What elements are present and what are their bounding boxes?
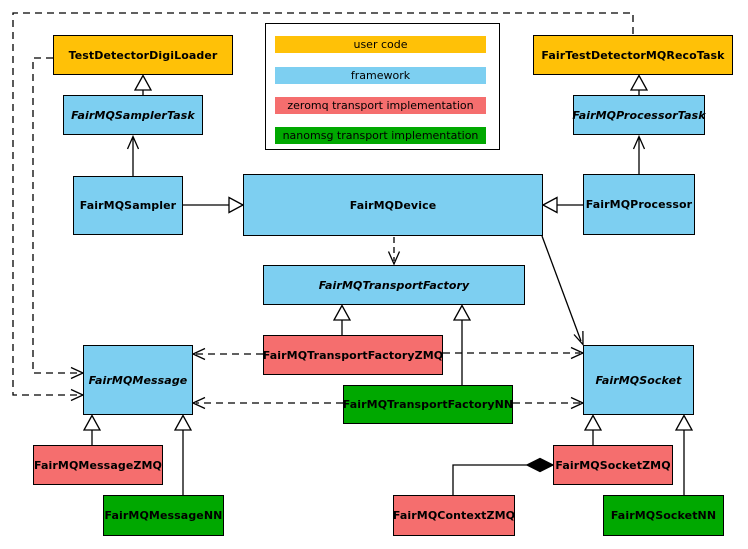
edge-factorynn-socket-dependency xyxy=(513,396,585,410)
edge-processor-device-inheritance xyxy=(541,196,583,214)
edge-device-factory-dependency xyxy=(387,237,401,266)
node-sampler: FairMQSampler xyxy=(73,176,183,235)
node-message_zmq: FairMQMessageZMQ xyxy=(33,445,163,485)
node-message: FairMQMessage xyxy=(83,345,193,415)
node-tddl: TestDetectorDigiLoader xyxy=(53,35,233,75)
node-reco_task: FairTestDetectorMQRecoTask xyxy=(533,35,733,75)
node-socket_nn: FairMQSocketNN xyxy=(603,495,724,536)
edge-sampler-device-inheritance xyxy=(183,196,245,214)
edge-contextzmq-socketzmq-composition xyxy=(452,457,555,495)
node-context_zmq: FairMQContextZMQ xyxy=(393,495,515,536)
edge-processortask-recotask-inheritance xyxy=(629,74,649,95)
legend-item-user: user code xyxy=(275,35,486,53)
node-transport_factory: FairMQTransportFactory xyxy=(263,265,525,305)
edge-factoryzmq-factory-inheritance xyxy=(332,304,352,335)
node-sampler_task: FairMQSamplerTask xyxy=(63,95,203,135)
edge-processor-processortask-arrow xyxy=(632,134,646,174)
node-device: FairMQDevice xyxy=(243,174,543,236)
edge-socketnn-socket-inheritance xyxy=(674,414,694,495)
edge-factorynn-factory-inheritance xyxy=(452,304,472,385)
edge-messagezmq-message-inheritance xyxy=(82,414,102,445)
edge-socketzmq-socket-inheritance xyxy=(583,414,603,445)
edge-samplertask-tddl-inheritance xyxy=(133,74,153,95)
node-socket: FairMQSocket xyxy=(583,345,694,415)
node-message_nn: FairMQMessageNN xyxy=(103,495,224,536)
legend-item-framework: framework xyxy=(275,66,486,84)
node-socket_zmq: FairMQSocketZMQ xyxy=(553,445,673,485)
node-factory_nn: FairMQTransportFactoryNN xyxy=(343,385,513,424)
node-factory_zmq: FairMQTransportFactoryZMQ xyxy=(263,335,443,375)
edge-sampler-samplertask-arrow xyxy=(126,134,140,176)
node-processor_task: FairMQProcessorTask xyxy=(572,95,706,135)
edge-messagenn-message-inheritance xyxy=(173,414,193,495)
edge-factorynn-message-dependency xyxy=(191,396,343,410)
edge-factoryzmq-socket-dependency xyxy=(443,346,585,360)
legend-item-zeromq: zeromq transport implementation xyxy=(275,96,486,114)
edge-factoryzmq-message-dependency xyxy=(191,347,263,361)
legend-item-nanomsg: nanomsg transport implementation xyxy=(275,126,486,144)
edge-device-socket-arrow xyxy=(541,235,584,347)
legend: user code framework zeromq transport imple… xyxy=(265,23,500,150)
node-processor: FairMQProcessor xyxy=(583,174,695,235)
